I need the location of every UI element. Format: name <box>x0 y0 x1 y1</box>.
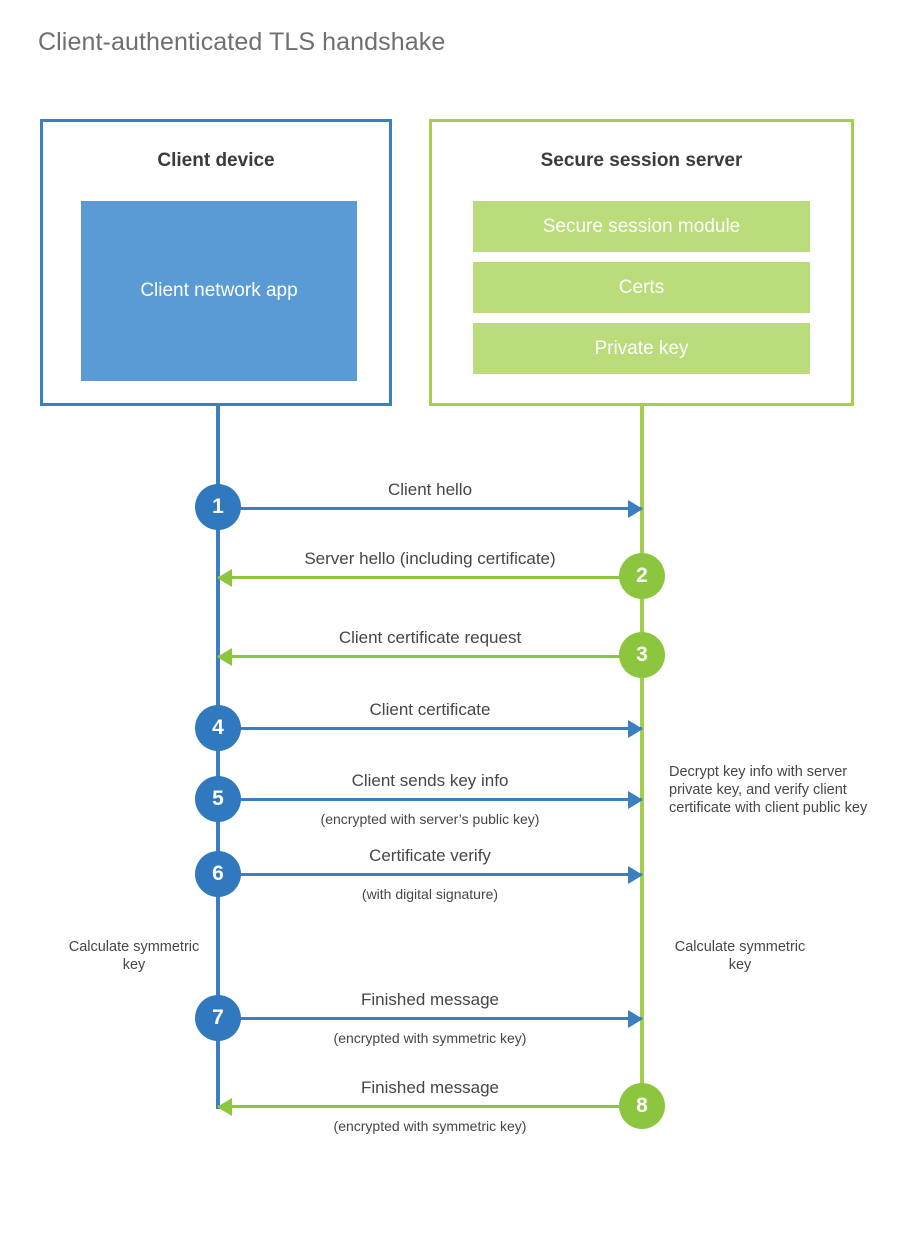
message-8-arrowhead-icon <box>217 1098 232 1116</box>
server-component-list: Secure session module Certs Private key <box>473 201 810 384</box>
page-title: Client-authenticated TLS handshake <box>38 28 446 56</box>
step-badge-1: 1 <box>195 484 241 530</box>
step-badge-3: 3 <box>619 632 665 678</box>
message-3-arrowhead-icon <box>217 648 232 666</box>
message-8-line <box>218 1105 642 1108</box>
client-device-title: Client device <box>157 150 275 171</box>
message-1-line <box>218 507 642 510</box>
server-block-private-key: Private key <box>473 323 810 374</box>
message-5-arrowhead-icon <box>628 791 643 809</box>
message-1-arrowhead-icon <box>628 500 643 518</box>
client-network-app-block: Client network app <box>81 201 357 381</box>
message-3-label: Client certificate request <box>338 628 522 647</box>
message-4-label: Client certificate <box>369 700 491 719</box>
message-7-sublabel: (encrypted with symmetric key) <box>333 1030 527 1046</box>
secure-session-server-box: Secure session server Secure session mod… <box>429 119 854 406</box>
message-4-arrowhead-icon <box>628 720 643 738</box>
message-5-sublabel: (encrypted with server’s public key) <box>320 811 540 827</box>
client-device-box: Client device Client network app <box>40 119 392 406</box>
message-4-line <box>218 727 642 730</box>
step-badge-7: 7 <box>195 995 241 1041</box>
message-8-sublabel: (encrypted with symmetric key) <box>333 1118 527 1134</box>
message-1-label: Client hello <box>387 480 473 499</box>
message-7-arrowhead-icon <box>628 1010 643 1028</box>
step-badge-2: 2 <box>619 553 665 599</box>
server-block-secure-session-module: Secure session module <box>473 201 810 252</box>
message-3-line <box>218 655 642 658</box>
step-badge-6: 6 <box>195 851 241 897</box>
step-badge-8: 8 <box>619 1083 665 1129</box>
client-lifeline <box>216 403 220 1109</box>
step-badge-5: 5 <box>195 776 241 822</box>
message-6-label: Certificate verify <box>369 846 491 865</box>
message-2-line <box>218 576 642 579</box>
step-badge-4: 4 <box>195 705 241 751</box>
message-2-arrowhead-icon <box>217 569 232 587</box>
server-lifeline <box>640 403 644 1106</box>
message-6-line <box>218 873 642 876</box>
server-block-certs: Certs <box>473 262 810 313</box>
secure-session-server-title: Secure session server <box>540 150 743 171</box>
annotation-client-calculate-symmetric-key: Calculate symmetric key <box>68 939 200 973</box>
message-5-line <box>218 798 642 801</box>
message-7-label: Finished message <box>361 990 499 1009</box>
message-6-sublabel: (with digital signature) <box>361 886 499 902</box>
message-8-label: Finished message <box>361 1078 499 1097</box>
message-7-line <box>218 1017 642 1020</box>
message-2-label: Server hello (including certificate) <box>304 549 556 568</box>
annotation-server-calculate-symmetric-key: Calculate symmetric key <box>674 939 806 973</box>
annotation-server-decrypt: Decrypt key info with server private key… <box>669 764 868 816</box>
message-5-label: Client sends key info <box>351 771 509 790</box>
message-6-arrowhead-icon <box>628 866 643 884</box>
